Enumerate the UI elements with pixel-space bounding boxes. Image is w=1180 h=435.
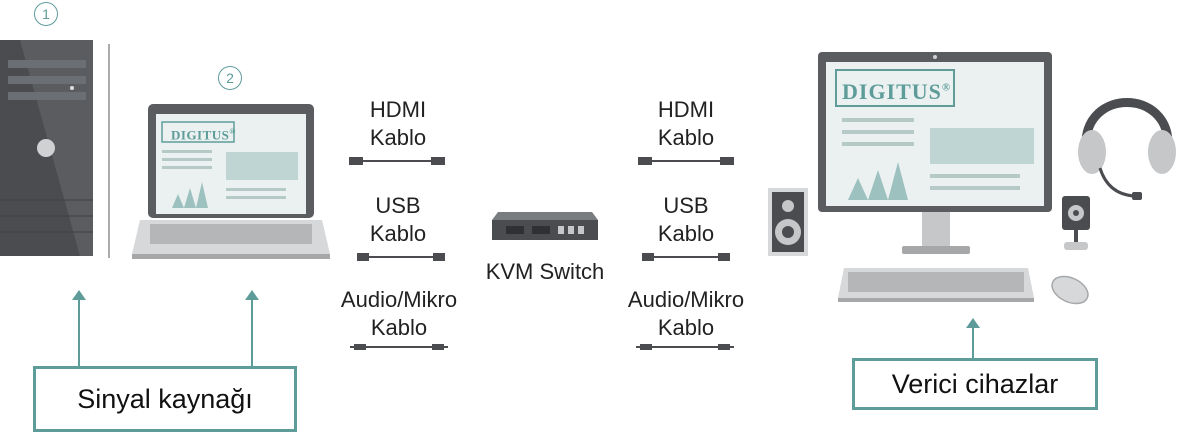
- left-hdmi-cable-icon: [349, 157, 445, 165]
- right-audio-cable-icon: [636, 344, 734, 350]
- separator-line: [108, 44, 110, 258]
- marker-2: 2: [218, 66, 242, 90]
- desktop-tower-icon: [0, 40, 93, 256]
- kvm-switch-icon: [492, 212, 598, 240]
- laptop-brand-logo: DIGITUS®: [171, 127, 236, 143]
- keyboard-icon: [838, 268, 1034, 302]
- webcam-icon: [1062, 196, 1090, 250]
- mouse-icon: [1051, 275, 1089, 305]
- right-hdmi-cable-icon: [638, 157, 734, 165]
- kvm-switch-label: KVM Switch: [485, 259, 605, 284]
- speaker-icon: [768, 188, 808, 256]
- monitor-icon: [818, 52, 1052, 254]
- arrow-up-icon-2: [245, 290, 259, 368]
- arrow-up-icon-1: [72, 290, 86, 368]
- target-box: Verici cihazlar: [852, 358, 1098, 410]
- laptop-icon: [132, 104, 330, 259]
- arrow-up-icon-3: [966, 318, 980, 362]
- right-usb-cable-icon: [642, 253, 730, 261]
- left-usb-cable-icon: [357, 253, 445, 261]
- monitor-brand-logo: DIGITUS®: [842, 79, 952, 104]
- marker-1: 1: [34, 2, 58, 26]
- left-audio-cable-icon: [350, 344, 448, 350]
- headset-icon: [1078, 98, 1176, 200]
- source-box: Sinyal kaynağı: [33, 366, 297, 432]
